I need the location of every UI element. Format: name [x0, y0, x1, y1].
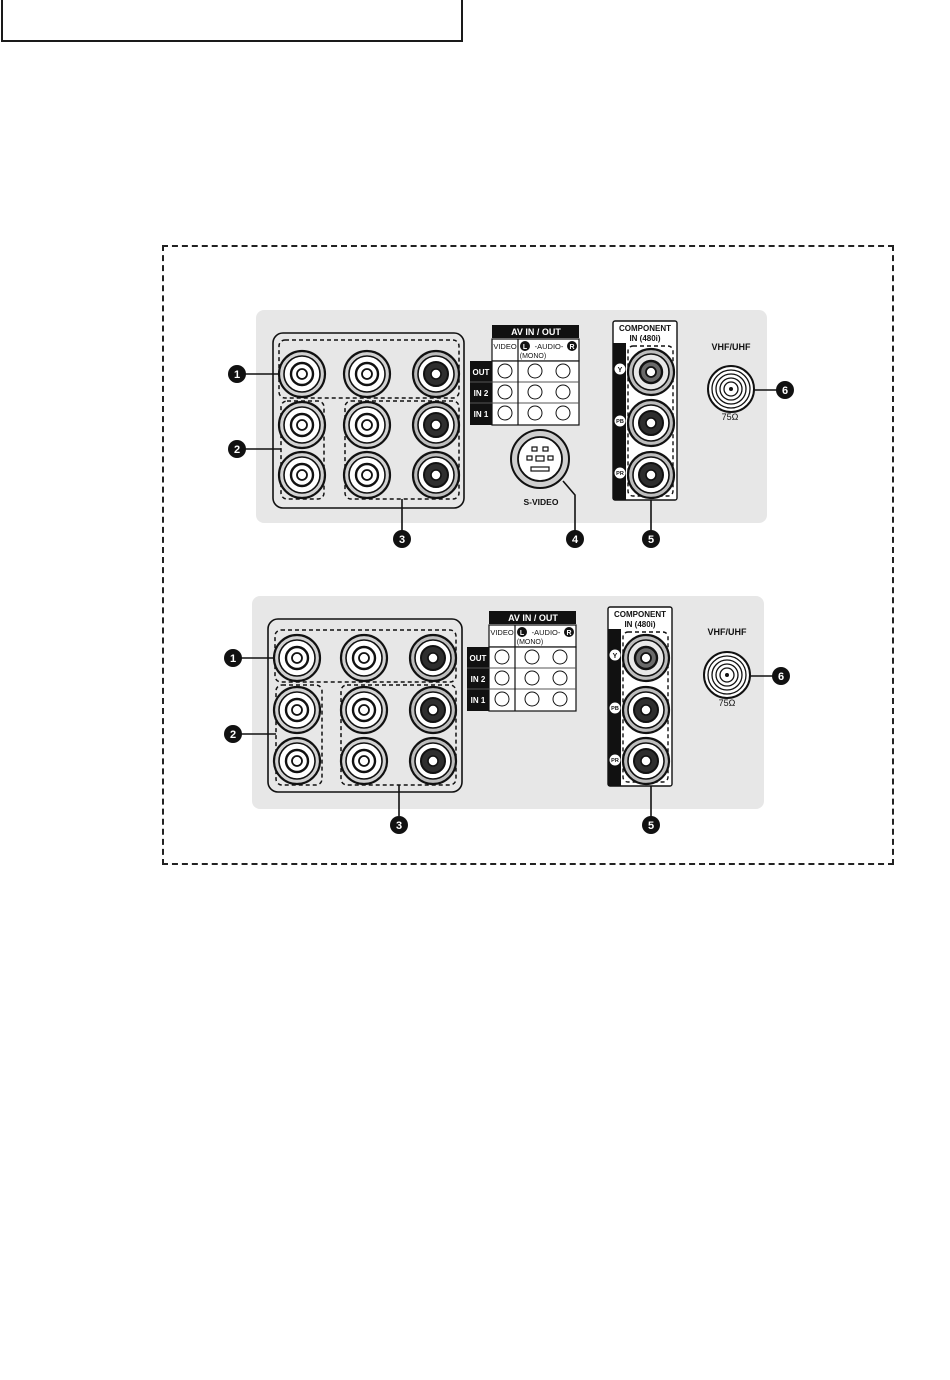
av-header-audio: -AUDIO-: [535, 342, 564, 351]
av-header-video: VIDEO: [493, 342, 517, 351]
av-table-title: AV IN / OUT: [508, 613, 558, 623]
rca-jack: [410, 738, 456, 784]
antenna-label: VHF/UHF: [708, 627, 747, 637]
rca-jack: [344, 351, 390, 397]
rca-jack: [410, 635, 456, 681]
rca-jack: [413, 351, 459, 397]
rca-jack: [623, 687, 669, 733]
s-video-jack: [511, 430, 569, 488]
av-table-title: AV IN / OUT: [511, 327, 561, 337]
rca-jack: [623, 738, 669, 784]
right-channel-symbol: R: [569, 344, 574, 351]
svg-text:4: 4: [572, 534, 579, 546]
component-symbol: Y: [618, 367, 623, 374]
callout-5: 5: [642, 530, 660, 548]
av-header-mono: (MONO): [517, 639, 543, 646]
component-symbol: Y: [613, 653, 618, 660]
component-symbol: PR: [611, 758, 619, 764]
back-panel-bottom: AV IN / OUT VIDEO L -AUDIO- R (MONO) OUT…: [224, 596, 790, 834]
callout-6: 6: [772, 667, 790, 685]
callout-3: 3: [390, 816, 408, 834]
antenna-impedance: 75Ω: [722, 412, 739, 422]
component-in-block: COMPONENT IN (480i) Y PB PR: [608, 607, 672, 786]
rca-jack: [341, 635, 387, 681]
component-subtitle: IN (480i): [629, 334, 660, 343]
component-title: COMPONENT: [614, 610, 666, 619]
rca-jack: [274, 687, 320, 733]
rca-jack: [274, 738, 320, 784]
rca-jack: [344, 452, 390, 498]
av-row-label: OUT: [470, 654, 487, 663]
component-symbol: PB: [611, 706, 619, 712]
callout-4: 4: [566, 530, 584, 548]
av-header-mono: (MONO): [520, 353, 546, 360]
callout-2: 2: [228, 440, 246, 458]
av-header-video: VIDEO: [490, 628, 514, 637]
av-row-label: IN 1: [471, 696, 486, 705]
rca-jack: [413, 402, 459, 448]
svg-text:3: 3: [396, 820, 402, 832]
rca-jack: [341, 687, 387, 733]
rca-jack: [628, 452, 674, 498]
callout-3: 3: [393, 530, 411, 548]
svg-text:2: 2: [234, 444, 240, 456]
rca-jack: [623, 635, 669, 681]
rca-jack: [274, 635, 320, 681]
component-symbol: PB: [616, 419, 624, 425]
rca-jack: [279, 351, 325, 397]
right-channel-symbol: R: [566, 630, 571, 637]
av-row-label: IN 2: [471, 675, 486, 684]
av-header-audio: -AUDIO-: [532, 628, 561, 637]
rca-jack: [413, 452, 459, 498]
svg-text:1: 1: [230, 653, 236, 665]
svg-text:2: 2: [230, 729, 236, 741]
component-symbol: PR: [616, 471, 624, 477]
rca-jack: [279, 402, 325, 448]
component-in-block: COMPONENT IN (480i) Y PB PR: [613, 321, 677, 500]
antenna-jack: [708, 366, 754, 412]
s-video-label: S-VIDEO: [524, 497, 559, 507]
callout-1: 1: [224, 649, 242, 667]
callout-1: 1: [228, 365, 246, 383]
svg-text:3: 3: [399, 534, 405, 546]
svg-text:1: 1: [234, 369, 240, 381]
av-row-label: IN 1: [474, 410, 489, 419]
callout-6: 6: [776, 381, 794, 399]
callout-5: 5: [642, 816, 660, 834]
svg-text:5: 5: [648, 820, 654, 832]
rca-jack: [628, 400, 674, 446]
svg-text:5: 5: [648, 534, 654, 546]
av-row-label: IN 2: [474, 389, 489, 398]
component-subtitle: IN (480i): [624, 620, 655, 629]
callout-2: 2: [224, 725, 242, 743]
left-channel-symbol: L: [523, 344, 528, 351]
antenna-impedance: 75Ω: [719, 698, 736, 708]
back-panel-top: AV IN / OUT VIDEO L -AUDIO- R (MONO) OUT…: [228, 310, 794, 548]
component-title: COMPONENT: [619, 324, 671, 333]
av-row-label: OUT: [473, 368, 490, 377]
antenna-jack: [704, 652, 750, 698]
rca-jack: [410, 687, 456, 733]
svg-text:6: 6: [778, 671, 784, 683]
rca-jack: [341, 738, 387, 784]
rca-jack: [279, 452, 325, 498]
rca-jack: [344, 402, 390, 448]
left-channel-symbol: L: [520, 630, 525, 637]
antenna-label: VHF/UHF: [712, 342, 751, 352]
rca-jack: [628, 349, 674, 395]
svg-text:6: 6: [782, 385, 788, 397]
